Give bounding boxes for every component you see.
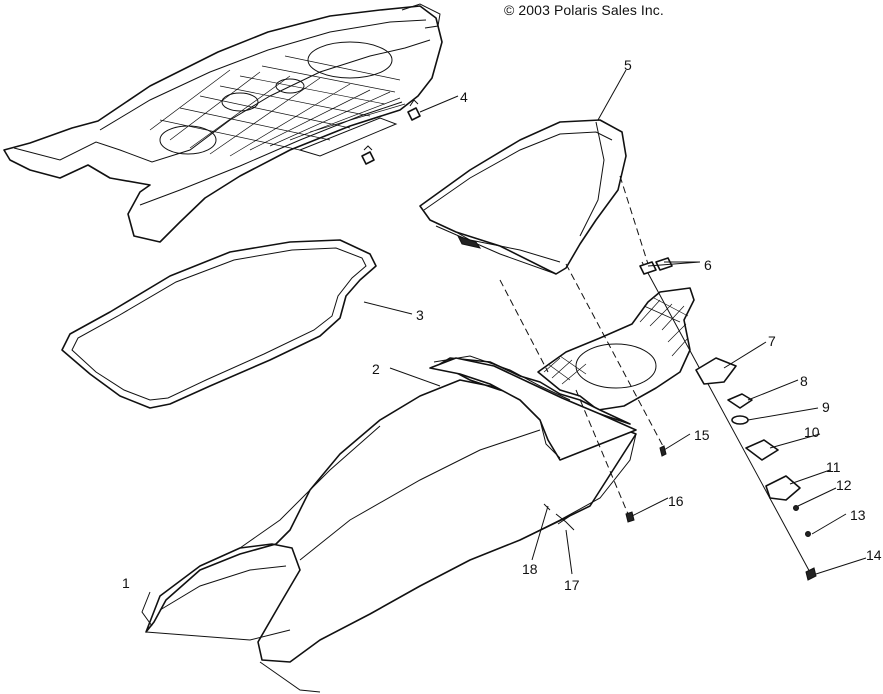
washer-13 bbox=[805, 531, 811, 537]
callout-13: 13 bbox=[850, 507, 866, 523]
callout-5: 5 bbox=[624, 57, 632, 73]
hardware-stack bbox=[639, 257, 817, 581]
callout-6: 6 bbox=[704, 257, 712, 273]
callout-16: 16 bbox=[668, 493, 684, 509]
clip-fastener-group bbox=[361, 99, 421, 165]
plate-10 bbox=[745, 439, 779, 461]
callout-15: 15 bbox=[694, 427, 710, 443]
plate-7 bbox=[695, 357, 737, 385]
callout-8: 8 bbox=[800, 373, 808, 389]
small-fasteners bbox=[543, 445, 667, 531]
callout-7: 7 bbox=[768, 333, 776, 349]
nut-12 bbox=[793, 505, 799, 511]
latch-11 bbox=[765, 475, 801, 501]
washer-9 bbox=[731, 415, 749, 425]
seat-cover bbox=[145, 355, 637, 693]
callout-10: 10 bbox=[804, 424, 820, 440]
callout-2: 2 bbox=[372, 361, 380, 377]
bracket-8 bbox=[727, 393, 753, 409]
seat-bracket-frame bbox=[537, 287, 695, 411]
callout-12: 12 bbox=[836, 477, 852, 493]
seat-cushion bbox=[419, 119, 627, 275]
spacer-6b bbox=[655, 257, 673, 271]
callout-14: 14 bbox=[866, 547, 882, 563]
callout-leaders bbox=[141, 69, 867, 627]
seat-seal-ring bbox=[61, 239, 377, 409]
assembly-lines bbox=[499, 175, 665, 515]
callout-18: 18 bbox=[522, 561, 538, 577]
seat-base-frame bbox=[3, 3, 443, 243]
callout-11: 11 bbox=[826, 459, 841, 475]
callout-labels: 1 2 3 4 5 6 7 8 9 10 11 12 13 14 15 16 1… bbox=[122, 57, 882, 593]
callout-9: 9 bbox=[822, 399, 830, 415]
callout-3: 3 bbox=[416, 307, 424, 323]
callout-1: 1 bbox=[122, 575, 130, 591]
screw-14 bbox=[805, 567, 817, 581]
copyright-notice: © 2003 Polaris Sales Inc. bbox=[504, 2, 664, 18]
callout-17: 17 bbox=[564, 577, 580, 593]
callout-4: 4 bbox=[460, 89, 468, 105]
